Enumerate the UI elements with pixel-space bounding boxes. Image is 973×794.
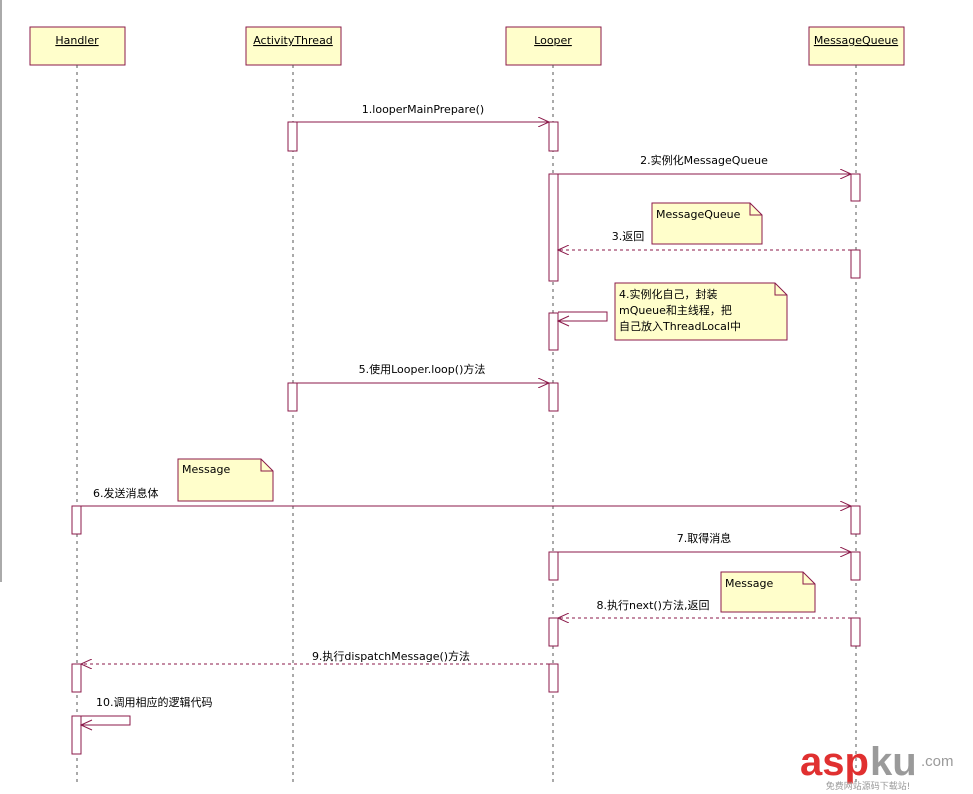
note-message-2: Message (720, 571, 816, 613)
message-6-label: 6.发送消息体 (93, 486, 159, 500)
note-message-1: Message (177, 458, 274, 502)
lifeline-dashes (76, 65, 857, 784)
note-message-2-text: Message (725, 577, 773, 590)
lifeline-looper[interactable]: Looper (505, 26, 602, 66)
lifeline-handler[interactable]: Handler (29, 26, 126, 66)
message-3-label: 3.返回 (612, 230, 645, 243)
message-7-label: 7.取得消息 (677, 531, 732, 545)
watermark-tagline: 免费网站源码下载站! (826, 780, 911, 792)
message-6[interactable]: 6.发送消息体 (81, 486, 851, 506)
message-7[interactable]: 7.取得消息 (558, 531, 851, 552)
message-8[interactable]: 8.执行next()方法,返回 (558, 598, 851, 618)
message-2[interactable]: 2.实例化MessageQueue (558, 153, 851, 174)
message-1[interactable]: 1.looperMainPrepare() (297, 103, 549, 122)
note-messagequeue: MessageQueue (651, 202, 763, 245)
message-4-label-line-2: mQueue和主线程，把 (619, 303, 732, 317)
message-9-label: 9.执行dispatchMessage()方法 (312, 649, 470, 663)
lifeline-activitythread[interactable]: ActivityThread (245, 26, 342, 66)
watermark-logo: asp ku .com 免费网站源码下载站! (800, 740, 954, 792)
lifeline-activitythread-label: ActivityThread (253, 34, 333, 47)
lifeline-looper-label: Looper (534, 34, 572, 47)
message-4-label-line-1: 4.实例化自己，封装 (619, 287, 718, 301)
message-2-label: 2.实例化MessageQueue (640, 153, 768, 167)
lifeline-messagequeue-label: MessageQueue (814, 34, 899, 47)
message-8-label: 8.执行next()方法,返回 (597, 598, 710, 612)
message-10[interactable]: 10.调用相应的逻辑代码 (79, 695, 213, 731)
watermark-ku: ku (870, 740, 917, 784)
message-4[interactable]: 4.实例化自己，封装 mQueue和主线程，把 自己放入ThreadLocal中 (556, 282, 788, 341)
message-5[interactable]: 5.使用Looper.loop()方法 (297, 362, 549, 383)
message-1-label: 1.looperMainPrepare() (362, 103, 484, 116)
message-10-label: 10.调用相应的逻辑代码 (96, 695, 213, 709)
activation-bars (71, 121, 861, 755)
watermark-asp: asp (800, 740, 869, 784)
watermark-com: .com (921, 753, 954, 770)
lifeline-handler-label: Handler (55, 34, 99, 47)
note-messagequeue-text: MessageQueue (656, 208, 741, 221)
message-5-label: 5.使用Looper.loop()方法 (359, 362, 486, 376)
message-9[interactable]: 9.执行dispatchMessage()方法 (81, 649, 549, 664)
message-3[interactable]: 3.返回 (558, 230, 851, 250)
note-message-1-text: Message (182, 463, 230, 476)
message-4-label-line-3: 自己放入ThreadLocal中 (619, 319, 741, 333)
lifeline-messagequeue[interactable]: MessageQueue (808, 26, 905, 66)
